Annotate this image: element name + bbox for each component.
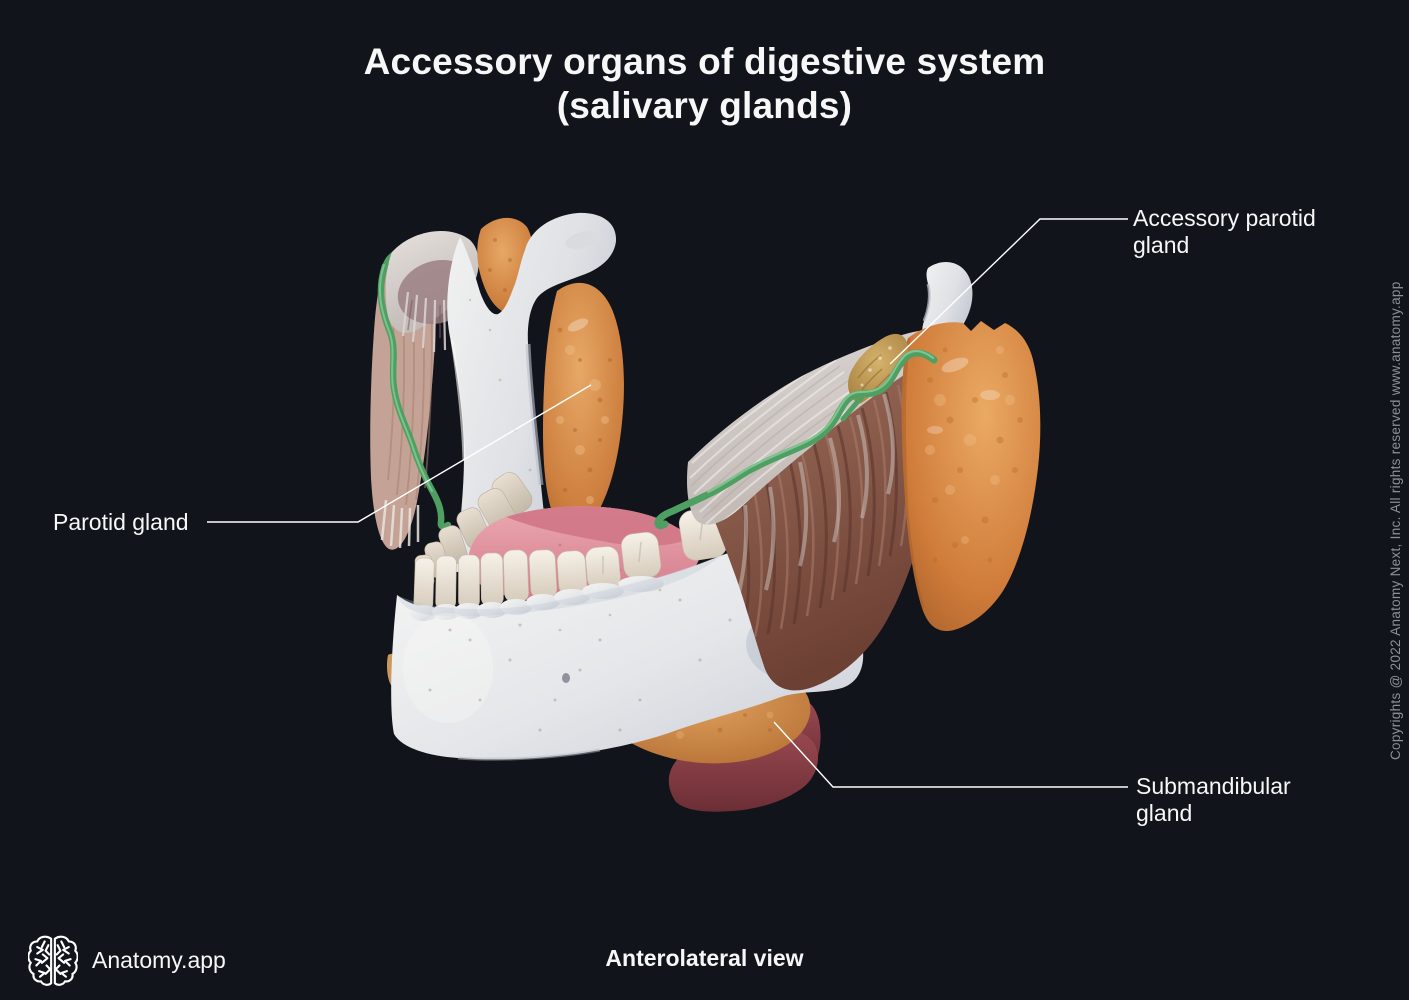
label-submandibular-gland: Submandibular gland xyxy=(1136,773,1291,827)
brain-icon xyxy=(28,935,78,986)
page-title: Accessory organs of digestive system (sa… xyxy=(0,40,1409,128)
brand-name: Anatomy.app xyxy=(92,946,226,973)
gum-scallops xyxy=(410,576,664,621)
mandible-ramus xyxy=(447,212,617,572)
view-caption: Anterolateral view xyxy=(605,945,804,971)
label-line: Submandibular xyxy=(1136,773,1291,799)
title-line1: Accessory organs of digestive system xyxy=(363,41,1046,82)
anatomy-app-logo: Anatomy.app xyxy=(28,934,226,986)
leader-parotid xyxy=(207,384,592,523)
leader-accessory-parotid xyxy=(889,218,1128,365)
accessory-parotid-gland xyxy=(848,333,909,404)
mental-foramen xyxy=(562,673,570,683)
parotid-duct-icon xyxy=(654,349,938,530)
label-line: gland xyxy=(1133,232,1190,258)
copyright-watermark: Copyrights @ 2022 Anatomy Next, Inc. All… xyxy=(1388,281,1403,761)
title-line2: (salivary glands) xyxy=(556,85,853,126)
parotid-gland xyxy=(543,282,624,533)
label-accessory-parotid-gland: Accessory parotid gland xyxy=(1133,205,1316,259)
leader-lines xyxy=(207,218,1128,788)
label-line: gland xyxy=(1136,800,1193,826)
right-parotid-gland xyxy=(901,321,1041,632)
label-line: Accessory parotid xyxy=(1133,205,1316,231)
lower-teeth-row xyxy=(413,507,728,611)
label-parotid-gland: Parotid gland xyxy=(53,509,189,535)
pterygoid-muscle xyxy=(370,263,436,550)
leader-submandibular xyxy=(773,721,1128,788)
